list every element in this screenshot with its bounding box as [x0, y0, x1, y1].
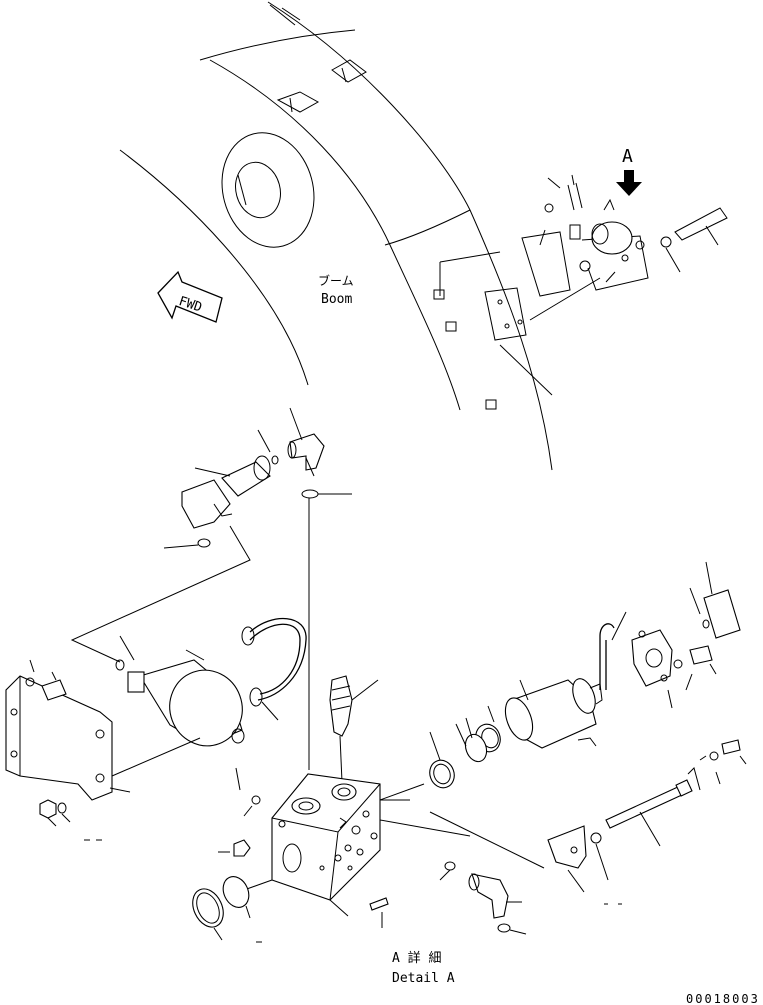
boom-structure — [119, 1, 553, 471]
detail-label-en: Detail A — [392, 971, 455, 986]
boom-label-en: Boom — [321, 292, 352, 307]
drawing-number: 00018003 — [686, 992, 760, 1005]
detail-label-jp: A 詳 細 — [392, 950, 441, 966]
fwd-arrow-icon: FWD — [157, 270, 223, 323]
boom-label-jp: ブーム — [318, 273, 354, 288]
valve-assembly-top — [439, 174, 728, 396]
view-arrow-icon — [616, 170, 642, 196]
fwd-label: FWD — [177, 294, 204, 316]
view-label: A — [622, 146, 633, 167]
detail-a-parts — [5, 407, 747, 943]
